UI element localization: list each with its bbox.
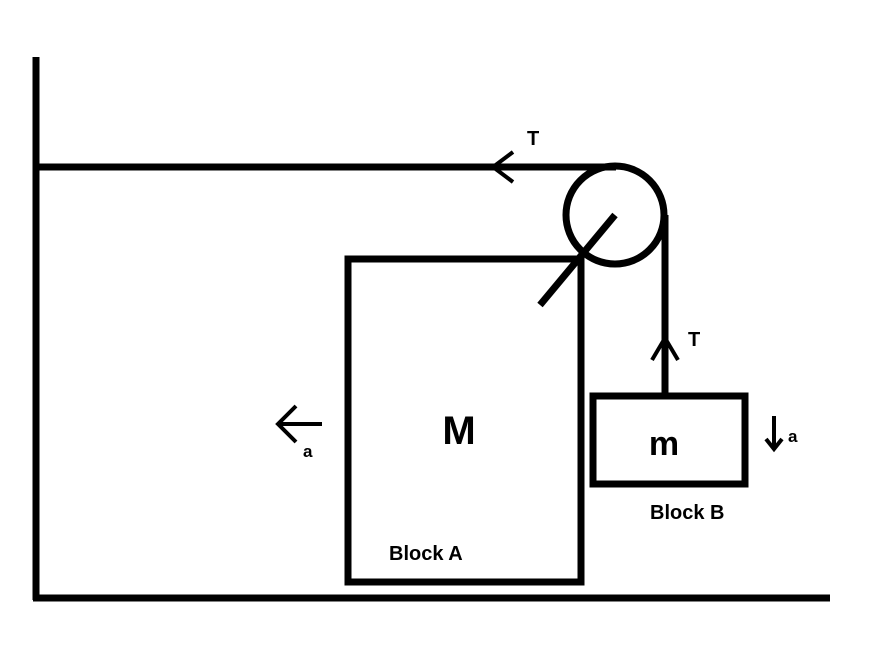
block-b bbox=[589, 392, 749, 488]
block-a-label: Block A bbox=[389, 543, 463, 565]
block-b-mass: m bbox=[649, 425, 679, 463]
block-b-label: Block B bbox=[650, 502, 724, 524]
block-a bbox=[344, 255, 585, 586]
tension-label-vertical: T bbox=[688, 329, 700, 351]
block-a-mass: M bbox=[442, 409, 475, 453]
acceleration-label-b: a bbox=[788, 427, 798, 446]
acceleration-label-a: a bbox=[303, 442, 313, 461]
tension-arrow-horizontal bbox=[489, 150, 515, 184]
acceleration-arrow-a-head bbox=[275, 404, 298, 444]
tension-arrow-vertical bbox=[650, 334, 680, 362]
tension-label-horizontal: T bbox=[527, 128, 539, 150]
acceleration-arrow-b-head bbox=[764, 437, 784, 453]
